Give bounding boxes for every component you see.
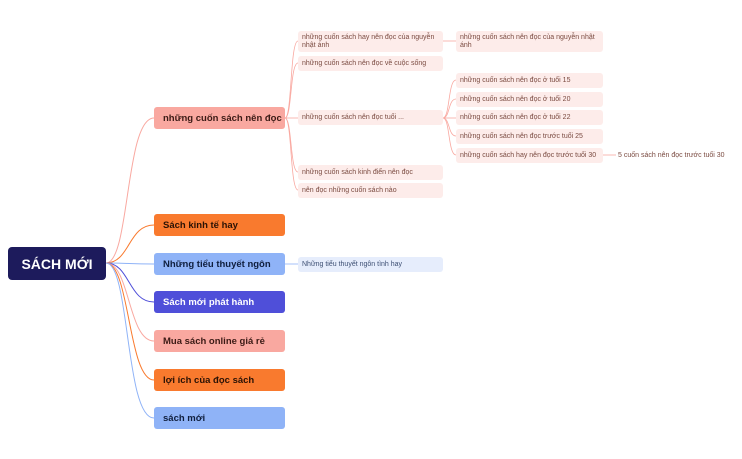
subtopic-books-by-age[interactable]: những cuốn sách nên đọc tuổi ... [298,110,443,125]
detail-nguyen-nhat-anh[interactable]: những cuốn sách nên đọc của nguyễn nhật … [456,31,603,52]
branch-new-books[interactable]: sách mới [154,407,285,429]
age-before-25[interactable]: những cuốn sách nên đọc trước tuổi 25 [456,129,603,144]
subtopic-which-books[interactable]: nên đọc những cuốn sách nào [298,183,443,198]
branch-books-to-read[interactable]: những cuốn sách nên đọc [154,107,285,129]
five-books-before-30[interactable]: 5 cuốn sách nên đọc trước tuổi 30 [618,152,725,159]
branch-buy-online[interactable]: Mua sách online giá rẻ [154,330,285,352]
age-20[interactable]: những cuốn sách nên đọc ở tuổi 20 [456,92,603,107]
branch-novels[interactable]: Những tiểu thuyết ngôn [154,253,285,275]
subtopic-nguyen-nhat-anh[interactable]: những cuốn sách hay nên đọc của nguyễn n… [298,31,443,52]
branch-economics-books[interactable]: Sách kinh tế hay [154,214,285,236]
age-before-30[interactable]: những cuốn sách hay nên đọc trước tuổi 3… [456,148,603,163]
root-node[interactable]: SÁCH MỚI [8,247,106,280]
subtopic-classic-books[interactable]: những cuốn sách kinh điển nên đọc [298,165,443,180]
branch-reading-benefits[interactable]: lợi ích của đọc sách [154,369,285,391]
subtopic-life-books[interactable]: những cuốn sách nên đọc về cuộc sống [298,56,443,71]
age-15[interactable]: những cuốn sách nên đọc ở tuổi 15 [456,73,603,88]
branch-new-releases[interactable]: Sách mới phát hành [154,291,285,313]
age-22[interactable]: những cuốn sách nên đọc ở tuổi 22 [456,110,603,125]
novel-romance-list[interactable]: Những tiểu thuyết ngôn tình hay [298,257,443,272]
